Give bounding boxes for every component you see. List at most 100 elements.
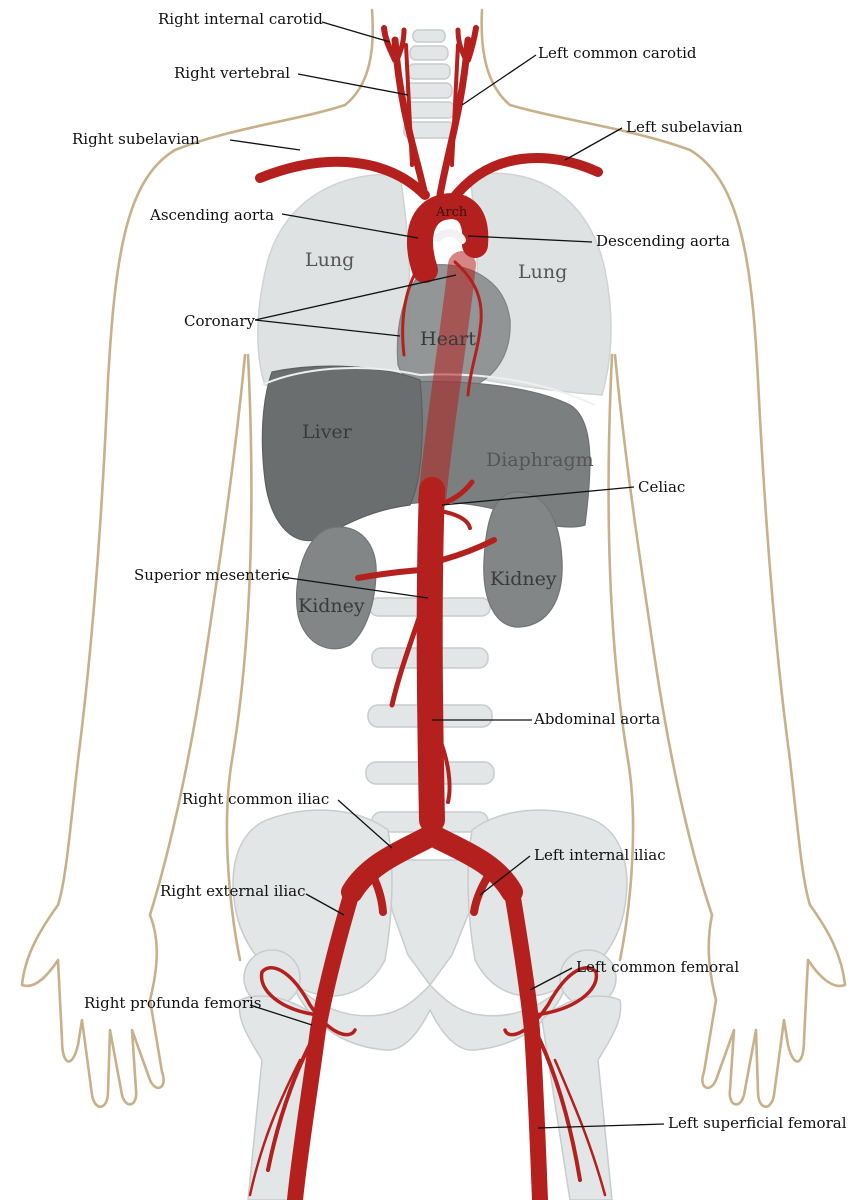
left-renal-artery xyxy=(439,537,497,563)
ascending-aorta xyxy=(407,193,489,283)
label-abdominal-aorta: Abdominal aorta xyxy=(533,710,660,728)
label-left-common-femoral: Left common femoral xyxy=(576,958,739,976)
leader-right-external-iliac xyxy=(305,893,345,916)
leader-descending-aorta xyxy=(467,235,593,243)
liver-diaphragm-border xyxy=(261,366,596,406)
label-celiac: Celiac xyxy=(638,478,685,496)
left-profunda-femoris-artery xyxy=(533,1028,582,1182)
vertebra xyxy=(405,82,453,99)
left-external-iliac-artery xyxy=(504,884,548,1200)
left-internal-iliac-artery xyxy=(470,866,496,916)
right-femur xyxy=(238,995,319,1200)
leader-coronary-lower xyxy=(254,319,401,337)
label-descending-aorta: Descending aorta xyxy=(596,232,730,250)
leader-celiac xyxy=(441,486,635,506)
left-vertebral-artery xyxy=(450,43,460,167)
arterial-tree xyxy=(248,25,607,1200)
left-kidney-label: Kidney xyxy=(490,568,557,590)
leader-right-subclavian xyxy=(229,139,301,151)
left-arm-inner xyxy=(613,353,714,917)
descending-aorta-segment xyxy=(418,251,476,514)
neck-right-outline xyxy=(480,8,692,152)
leader-left-subclavian xyxy=(564,127,623,161)
celiac-trunk xyxy=(437,479,475,508)
neck-left-outline xyxy=(173,8,375,152)
label-left-common-carotid: Left common carotid xyxy=(538,44,697,62)
aortic-arch-highlight xyxy=(434,229,466,244)
leader-right-vertebral xyxy=(297,73,409,96)
spine xyxy=(365,29,495,987)
leader-lines xyxy=(229,21,665,1129)
left-torso-side xyxy=(607,353,635,962)
left-lung-label: Lung xyxy=(518,261,567,283)
right-arm-outer xyxy=(56,148,177,907)
left-kidney-shape xyxy=(483,491,563,628)
right-lung-label: Lung xyxy=(305,249,354,271)
leader-left-internal-iliac xyxy=(479,855,531,896)
femurs xyxy=(238,949,622,1200)
right-renal-artery xyxy=(355,567,423,581)
inferior-mesenteric-artery xyxy=(438,738,452,804)
leader-left-superficial-femoral xyxy=(537,1123,665,1129)
right-profunda-femoris-artery xyxy=(266,1028,320,1172)
vertebra xyxy=(409,45,449,61)
left-circumflex-femoral-loop xyxy=(503,966,599,1037)
label-right-internal-carotid: Right internal carotid xyxy=(158,10,323,28)
leader-left-common-femoral xyxy=(529,967,573,991)
sacrum xyxy=(384,859,479,987)
body-outline xyxy=(20,8,847,1108)
label-superior-mesenteric: Superior mesenteric xyxy=(134,566,290,584)
right-kidney-shape xyxy=(295,526,377,650)
arch-label: Arch xyxy=(435,205,468,220)
right-lung-shape xyxy=(257,173,411,386)
right-subclavian-artery xyxy=(255,156,430,200)
diaphragm-label: Diaphragm xyxy=(486,449,594,471)
left-femur xyxy=(541,995,622,1200)
right-internal-iliac-artery xyxy=(366,866,387,916)
right-kidney-label: Kidney xyxy=(298,595,365,617)
left-internal-carotid-artery xyxy=(465,25,479,63)
leader-ascending-aorta xyxy=(281,213,419,239)
celiac-branch xyxy=(443,510,472,530)
right-arm-inner xyxy=(148,353,247,917)
abdominal-aorta xyxy=(416,477,445,833)
leader-coronary-upper xyxy=(254,274,457,321)
right-external-carotid-artery xyxy=(394,27,407,63)
right-vertebral-artery xyxy=(404,43,414,167)
leader-right-profunda-femoris xyxy=(249,1004,313,1026)
leader-superior-mesenteric xyxy=(281,576,429,599)
right-internal-carotid-artery xyxy=(381,25,398,63)
right-coronary-artery xyxy=(401,266,420,357)
label-right-external-iliac: Right external iliac xyxy=(160,882,305,900)
liver-label: Liver xyxy=(302,421,353,443)
callout-labels: Right internal carotid Right vertebral R… xyxy=(72,10,847,1132)
leader-right-internal-carotid xyxy=(321,21,391,43)
vertebra xyxy=(412,29,446,43)
heart-label: Heart xyxy=(420,328,476,350)
label-left-internal-iliac: Left internal iliac xyxy=(534,846,666,864)
leader-left-common-carotid xyxy=(461,54,537,106)
label-left-subclavian: Left subelavian xyxy=(626,118,743,136)
left-subclavian-artery xyxy=(447,153,603,205)
left-hand-outline xyxy=(701,903,847,1108)
liver-shape xyxy=(261,365,423,542)
label-right-profunda-femoris: Right profunda femoris xyxy=(84,994,262,1012)
right-hand-outline xyxy=(20,903,165,1108)
left-common-iliac-artery xyxy=(421,824,523,903)
label-right-vertebral: Right vertebral xyxy=(174,64,290,82)
label-coronary: Coronary xyxy=(184,312,255,330)
right-torso-side xyxy=(225,353,253,962)
left-arm-outer xyxy=(688,148,812,907)
superior-mesenteric-artery xyxy=(389,597,428,708)
right-circumflex-femoral-loop xyxy=(259,966,357,1037)
vertebra xyxy=(407,63,451,80)
leader-right-common-iliac xyxy=(337,799,393,849)
label-right-common-iliac: Right common iliac xyxy=(182,790,329,808)
label-ascending-aorta: Ascending aorta xyxy=(149,206,274,224)
label-right-subclavian: Right subelavian xyxy=(72,130,200,148)
label-left-superficial-femoral: Left superficial femoral xyxy=(668,1114,847,1132)
right-thigh-branch xyxy=(248,1058,302,1197)
left-thigh-branch xyxy=(553,1058,607,1197)
